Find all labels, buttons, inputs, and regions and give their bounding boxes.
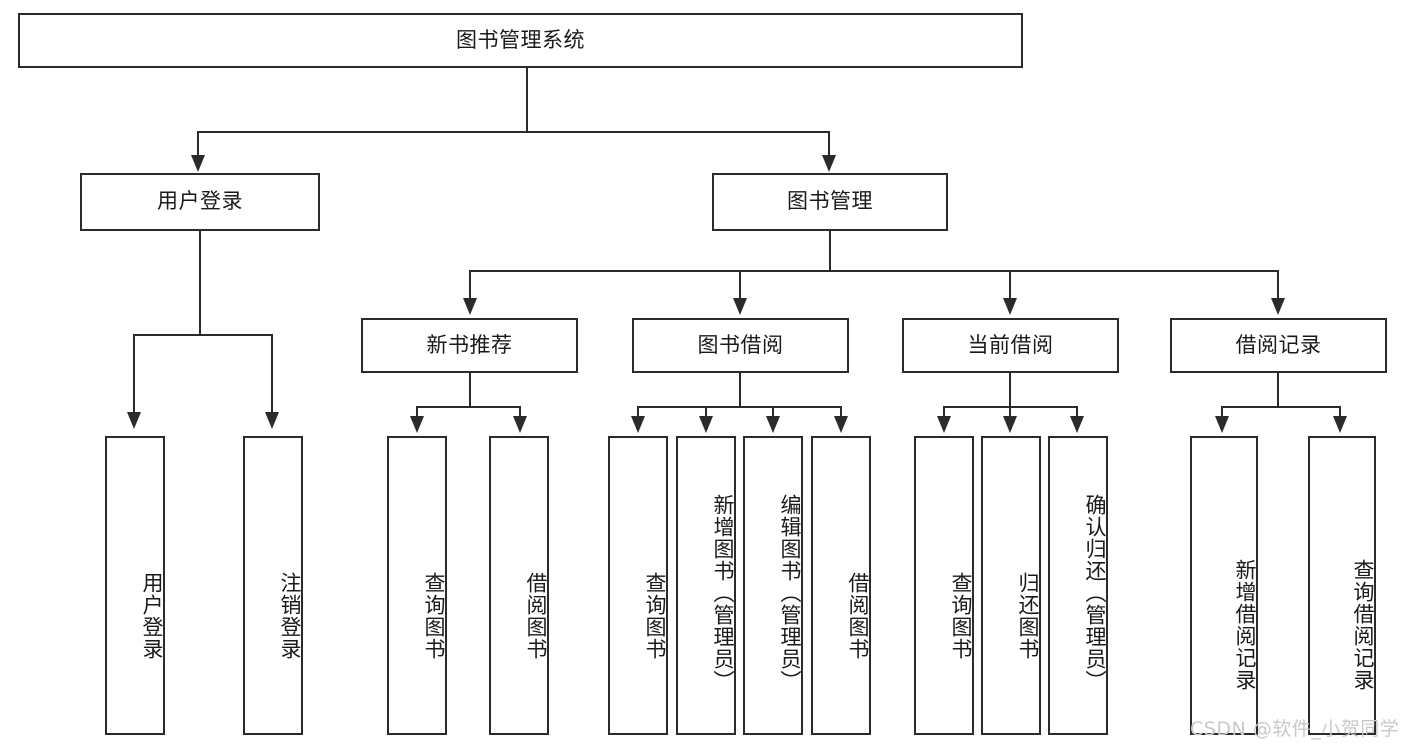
leaf-user-login-login[interactable]: 用户登录	[105, 436, 165, 735]
edge-user-login-bar	[134, 334, 273, 336]
node-label: 借阅图书	[846, 571, 870, 660]
node-label: 用户登录	[157, 189, 243, 214]
edge-nbr-to-leaf-1	[416, 406, 418, 417]
leaf-book-borrow-edit-book-admin[interactable]: 编辑图书（管理员）	[743, 436, 803, 735]
leaf-new-book-borrow-book[interactable]: 借阅图书	[489, 436, 549, 735]
arrow-cb-to-leaf-3	[1070, 416, 1084, 433]
arrow-bm-to-new-book	[463, 298, 477, 315]
leaf-user-login-logout[interactable]: 注销登录	[243, 436, 303, 735]
edge-bb-stem	[739, 373, 741, 407]
leaf-current-borrow-return-book[interactable]: 归还图书	[981, 436, 1041, 735]
edge-br-to-leaf-2	[1339, 406, 1341, 417]
edge-br-bar	[1222, 406, 1340, 408]
arrow-cb-to-leaf-2	[1003, 416, 1017, 433]
node-label: 图书借阅	[697, 332, 784, 357]
leaf-new-book-query-book[interactable]: 查询图书	[387, 436, 447, 735]
arrow-br-to-leaf-1	[1215, 416, 1229, 433]
leaf-book-borrow-borrow-book[interactable]: 借阅图书	[811, 436, 871, 735]
edge-cb-bar	[944, 406, 1078, 408]
leaf-current-borrow-confirm-return-admin[interactable]: 确认归还（管理员）	[1048, 436, 1108, 735]
edge-bm-to-new-book	[469, 270, 471, 300]
node-label: 编辑图书（管理员）	[778, 493, 802, 692]
edge-root-to-user-login	[197, 131, 199, 157]
edge-root-bar	[198, 131, 830, 133]
node-book-borrow[interactable]: 图书借阅	[632, 318, 849, 373]
arrow-user-login-to-leaf-1	[127, 412, 141, 429]
arrow-bb-to-leaf-4	[834, 416, 848, 433]
edge-bm-to-book-borrow	[739, 270, 741, 300]
leaf-book-borrow-query-book[interactable]: 查询图书	[608, 436, 668, 735]
edge-bb-to-leaf-3	[772, 406, 774, 417]
arrow-bm-to-current-borrow	[1003, 298, 1017, 315]
arrow-cb-to-leaf-1	[937, 416, 951, 433]
edge-bm-to-current-borrow	[1009, 270, 1011, 300]
node-label: 当前借阅	[967, 332, 1054, 357]
arrow-user-login-to-leaf-2	[265, 412, 279, 429]
edge-nbr-bar	[417, 406, 521, 408]
leaf-current-borrow-query-book[interactable]: 查询图书	[914, 436, 974, 735]
edge-cb-to-leaf-3	[1076, 406, 1078, 417]
arrow-nbr-to-leaf-1	[410, 416, 424, 433]
node-label: 新增借阅记录	[1233, 558, 1257, 691]
edge-bb-bar	[638, 406, 842, 408]
edge-br-to-leaf-1	[1221, 406, 1223, 417]
node-label: 查询图书	[949, 571, 973, 660]
node-label: 查询借阅记录	[1351, 558, 1375, 691]
edge-bb-to-leaf-4	[840, 406, 842, 417]
node-label: 注销登录	[278, 571, 302, 660]
edge-root-to-book-management	[828, 131, 830, 157]
edge-user-login-to-leaf-1	[133, 334, 135, 414]
node-label: 查询图书	[422, 571, 446, 660]
edge-root-stem	[526, 68, 528, 132]
arrow-bm-to-book-borrow	[733, 298, 747, 315]
node-user-login[interactable]: 用户登录	[80, 173, 320, 231]
leaf-borrow-record-add-record[interactable]: 新增借阅记录	[1190, 436, 1258, 735]
node-label: 确认归还（管理员）	[1083, 493, 1107, 692]
edge-bb-to-leaf-1	[637, 406, 639, 417]
edge-book-management-stem	[829, 231, 831, 271]
edge-cb-to-leaf-2	[1009, 406, 1011, 417]
node-label: 归还图书	[1016, 571, 1040, 660]
node-label: 借阅图书	[524, 571, 548, 660]
arrow-bb-to-leaf-3	[766, 416, 780, 433]
arrow-bm-to-borrow-record	[1271, 298, 1285, 315]
node-book-management[interactable]: 图书管理	[712, 173, 948, 231]
edge-cb-to-leaf-1	[943, 406, 945, 417]
edge-bm-to-borrow-record	[1277, 270, 1279, 300]
edge-cb-stem	[1009, 373, 1011, 407]
leaf-borrow-record-query-record[interactable]: 查询借阅记录	[1308, 436, 1376, 735]
edge-br-stem	[1277, 373, 1279, 407]
node-label: 用户登录	[140, 571, 164, 660]
arrow-root-to-user-login	[191, 155, 205, 172]
edge-user-login-to-leaf-2	[271, 334, 273, 414]
node-label: 查询图书	[643, 571, 667, 660]
node-label: 新书推荐	[426, 332, 513, 357]
edge-nbr-to-leaf-2	[519, 406, 521, 417]
node-new-book-recommend[interactable]: 新书推荐	[361, 318, 578, 373]
csdn-watermark: CSDN @软件_小贺同学	[1190, 718, 1400, 740]
node-label: 借阅记录	[1235, 332, 1322, 357]
edge-bb-to-leaf-2	[705, 406, 707, 417]
arrow-nbr-to-leaf-2	[513, 416, 527, 433]
edge-user-login-stem	[199, 231, 201, 335]
arrow-bb-to-leaf-2	[699, 416, 713, 433]
leaf-book-borrow-add-book-admin[interactable]: 新增图书（管理员）	[676, 436, 736, 735]
node-root-book-management-system[interactable]: 图书管理系统	[18, 13, 1023, 68]
node-current-borrow[interactable]: 当前借阅	[902, 318, 1119, 373]
node-label: 图书管理	[787, 189, 873, 214]
arrow-br-to-leaf-2	[1333, 416, 1347, 433]
edge-book-management-bar	[470, 270, 1278, 272]
arrow-root-to-book-management	[822, 155, 836, 172]
arrow-bb-to-leaf-1	[631, 416, 645, 433]
edge-nbr-stem	[469, 373, 471, 407]
node-label: 新增图书（管理员）	[711, 493, 735, 692]
node-borrow-record[interactable]: 借阅记录	[1170, 318, 1387, 373]
node-label: 图书管理系统	[456, 27, 585, 52]
